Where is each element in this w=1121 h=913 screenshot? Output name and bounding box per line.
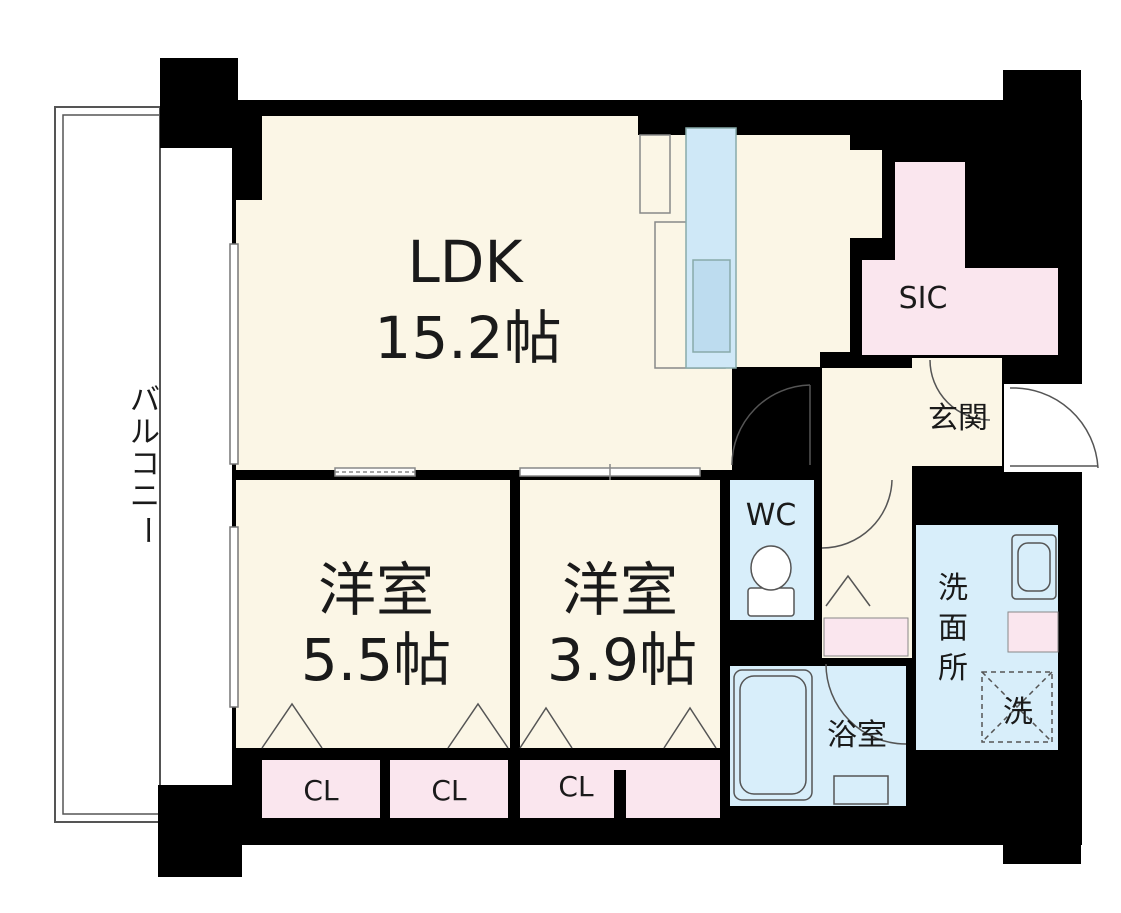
western2-name: 洋室 (562, 556, 678, 624)
entrance-floor (912, 358, 1002, 466)
column-top-left (160, 58, 238, 148)
western1-size: 5.5帖 (301, 626, 451, 694)
western1-name: 洋室 (318, 556, 434, 624)
western2-size: 3.9帖 (547, 626, 697, 694)
closet2-floor (390, 760, 508, 818)
sliding-doors (334, 464, 701, 480)
western1-floor (236, 480, 510, 748)
balcony-char-1: バ (130, 383, 160, 418)
balcony-char-3: コ (130, 447, 160, 482)
balcony-char-2: ル (130, 415, 160, 450)
washing-machine-pan (981, 671, 1053, 743)
sic-floor (862, 162, 1058, 355)
western2-floor (520, 480, 720, 748)
closet-label-3: CL (558, 770, 594, 803)
closet1-floor (262, 760, 380, 818)
closet-markers (261, 574, 871, 749)
wc-label: WC (746, 498, 797, 533)
door-swings (731, 359, 1099, 745)
kitchen-counter (639, 127, 737, 369)
washroom-char-3: 所 (938, 651, 968, 686)
bath-label: 浴室 (827, 718, 887, 753)
ldk-name: LDK (407, 228, 524, 296)
entrance-label: 玄関 (928, 401, 988, 436)
balcony-char-5: ー (129, 515, 164, 545)
toilet-icon (747, 545, 795, 617)
bathtub-icon (733, 669, 889, 805)
column-bottom-left (158, 785, 242, 877)
washroom-char-2: 面 (938, 611, 968, 646)
shoe-cabinet (823, 617, 909, 657)
column-top-right (1003, 70, 1081, 140)
laundry-label: 洗 (1003, 695, 1033, 730)
closet3-divider (614, 770, 626, 818)
balcony-windows (229, 243, 239, 708)
ldk-size: 15.2帖 (374, 304, 561, 372)
bath-floor (730, 666, 906, 806)
balcony (54, 106, 161, 823)
hall-floor (822, 368, 912, 658)
column-bottom-right (1003, 802, 1081, 864)
balcony-char-4: ニ (130, 479, 160, 514)
sic-label: SIC (899, 281, 948, 316)
closet-label-1: CL (303, 774, 339, 807)
washroom-storage (1007, 611, 1059, 653)
wash-basin-icon (1011, 534, 1057, 600)
closet-label-2: CL (431, 774, 467, 807)
washroom-char-1: 洗 (938, 571, 968, 606)
entrance-opening (1004, 384, 1104, 472)
